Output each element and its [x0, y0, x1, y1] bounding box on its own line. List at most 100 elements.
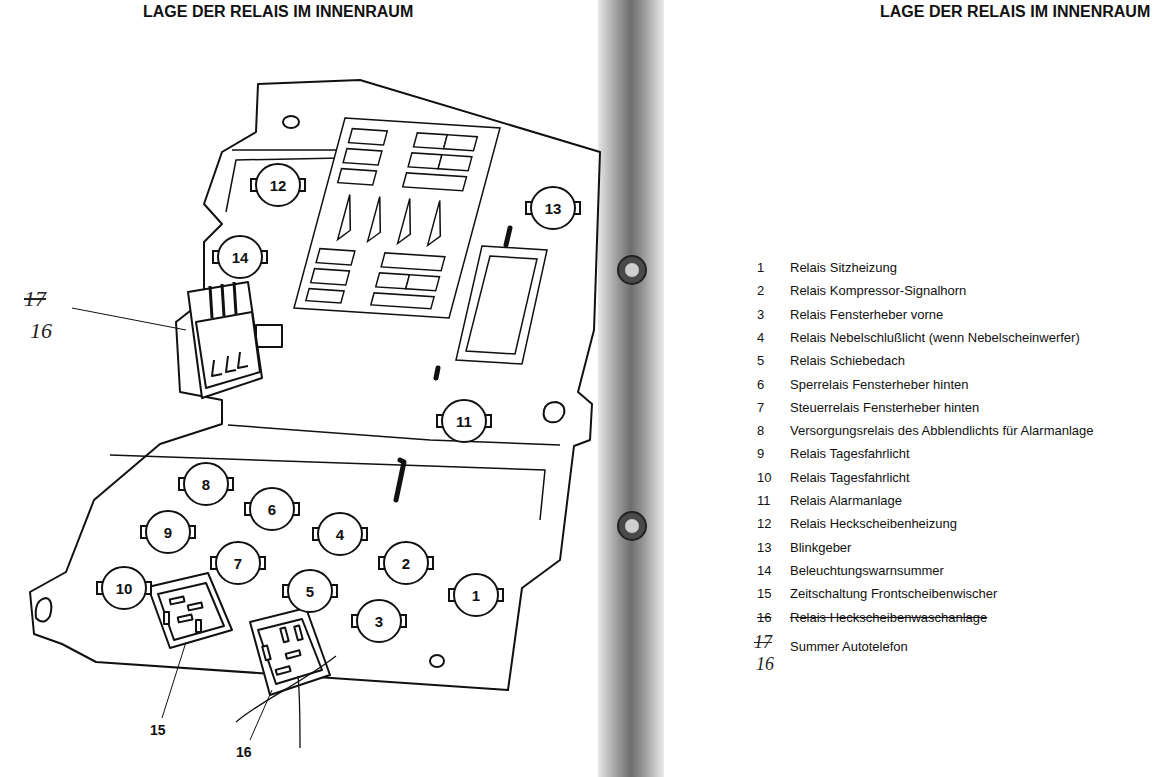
plate-outline	[30, 80, 600, 690]
relay-pin	[286, 650, 301, 658]
relay-position-circle: 3	[351, 598, 407, 644]
leader-lines	[72, 308, 272, 740]
fuse	[371, 293, 434, 309]
relay-position-circle: 11	[436, 398, 492, 444]
relay-pin	[196, 620, 201, 632]
plate-step	[110, 455, 545, 520]
list-number: 2	[757, 283, 764, 298]
callout-number: 10	[96, 580, 152, 597]
binding-band	[598, 0, 664, 777]
fuse	[408, 153, 442, 169]
list-number: 3	[757, 307, 764, 322]
page-title: LAGE DER RELAIS IM INNENRAUM	[880, 3, 1150, 21]
fuse	[349, 129, 388, 145]
fuse	[338, 169, 377, 185]
callout-number: 12	[250, 177, 306, 194]
relay-position-circle: 13	[525, 185, 581, 231]
list-number: 15	[757, 586, 771, 601]
list-number: 5	[757, 353, 764, 368]
binder-hole	[618, 512, 646, 540]
callout-number: 3	[351, 613, 407, 630]
page-title: LAGE DER RELAIS IM INNENRAUM	[143, 3, 413, 21]
relay-description: Relais Nebelschlußlicht (wenn Nebelschei…	[790, 330, 1080, 345]
relay-position-circle: 5	[282, 568, 338, 614]
relay-pin	[262, 645, 270, 660]
list-number: 8	[757, 423, 764, 438]
fuse-blades	[338, 195, 450, 247]
fuse	[306, 289, 344, 303]
callout-number: 15	[150, 722, 166, 738]
relay-position-circle: 7	[210, 540, 266, 586]
plate-rib	[396, 460, 404, 500]
list-number: 12	[757, 516, 771, 531]
relay-position-circle: 2	[378, 540, 434, 586]
fuse	[316, 249, 355, 265]
fuse	[381, 253, 445, 271]
relay-position-circle: 10	[96, 565, 152, 611]
callout-number: 7	[210, 555, 266, 572]
fuse	[414, 133, 448, 149]
relay-description: Relais Heckscheibenwaschanlage	[790, 610, 987, 625]
relay-description: Beleuchtungswarnsummer	[790, 563, 944, 578]
callout-number: 14	[212, 249, 268, 266]
binder-hole	[625, 263, 639, 277]
relay-description: Zeitschaltung Frontscheibenwischer	[790, 586, 997, 601]
handwritten-number: 17	[754, 632, 772, 653]
list-number: 10	[757, 470, 771, 485]
list-number: 7	[757, 400, 764, 415]
relay-description: Summer Autotelefon	[790, 639, 908, 654]
relay-pin	[170, 597, 185, 605]
relay-position-circle: 9	[140, 509, 196, 555]
relay-pin	[164, 612, 169, 624]
callout-number: 11	[436, 413, 492, 430]
mounting-hole	[283, 116, 299, 128]
callout-number: 1	[448, 587, 504, 604]
relay-body	[188, 282, 262, 398]
relay-description: Steuerrelais Fensterheber hinten	[790, 400, 979, 415]
relay-position-circle: 4	[312, 511, 368, 557]
list-number: 4	[757, 330, 764, 345]
fuse	[444, 135, 478, 151]
relay-description: Relais Tagesfahrlicht	[790, 446, 910, 461]
list-number: 9	[757, 446, 764, 461]
fuse	[438, 155, 472, 171]
mounting-slot	[544, 402, 565, 422]
relay-position-circle: 1	[448, 572, 504, 618]
relay-description: Relais Alarmanlage	[790, 493, 902, 508]
list-number: 11	[757, 493, 771, 508]
relay-plug	[256, 325, 282, 347]
callout-number: 4	[312, 526, 368, 543]
connector-window	[466, 256, 537, 354]
leader-line	[72, 308, 186, 330]
relay-description: Relais Tagesfahrlicht	[790, 470, 910, 485]
fuse-rows	[306, 129, 477, 309]
relay-pin	[280, 627, 288, 642]
callout-number: 13	[525, 200, 581, 217]
list-number: 13	[757, 540, 771, 555]
relay-socket	[148, 573, 232, 648]
relay-description: Versorgungsrelais des Abblendlichts für …	[790, 423, 1094, 438]
relay-position-circle: 14	[212, 234, 268, 280]
relay-face	[158, 583, 224, 640]
relay-socket	[250, 608, 330, 695]
callout-number: 6	[244, 501, 300, 518]
relay-face	[258, 619, 322, 684]
leader-line	[250, 690, 272, 740]
relay-pin	[294, 625, 302, 640]
relay-position-circle: 6	[244, 486, 300, 532]
relay-description: Blinkgeber	[790, 540, 851, 555]
wires	[236, 656, 336, 748]
fuse-box-outline	[294, 118, 500, 318]
relay-description: Relais Heckscheibenheizung	[790, 516, 957, 531]
connector-window	[456, 246, 547, 364]
relay-face	[196, 312, 260, 388]
plate	[30, 80, 600, 690]
relay-position-circle: 12	[250, 162, 306, 208]
plate-step	[228, 425, 560, 445]
list-number: 14	[757, 563, 771, 578]
binding-strip	[598, 0, 664, 777]
callout-number: 8	[178, 476, 234, 493]
binder-hole	[625, 519, 639, 533]
list-number: 1	[757, 260, 764, 275]
